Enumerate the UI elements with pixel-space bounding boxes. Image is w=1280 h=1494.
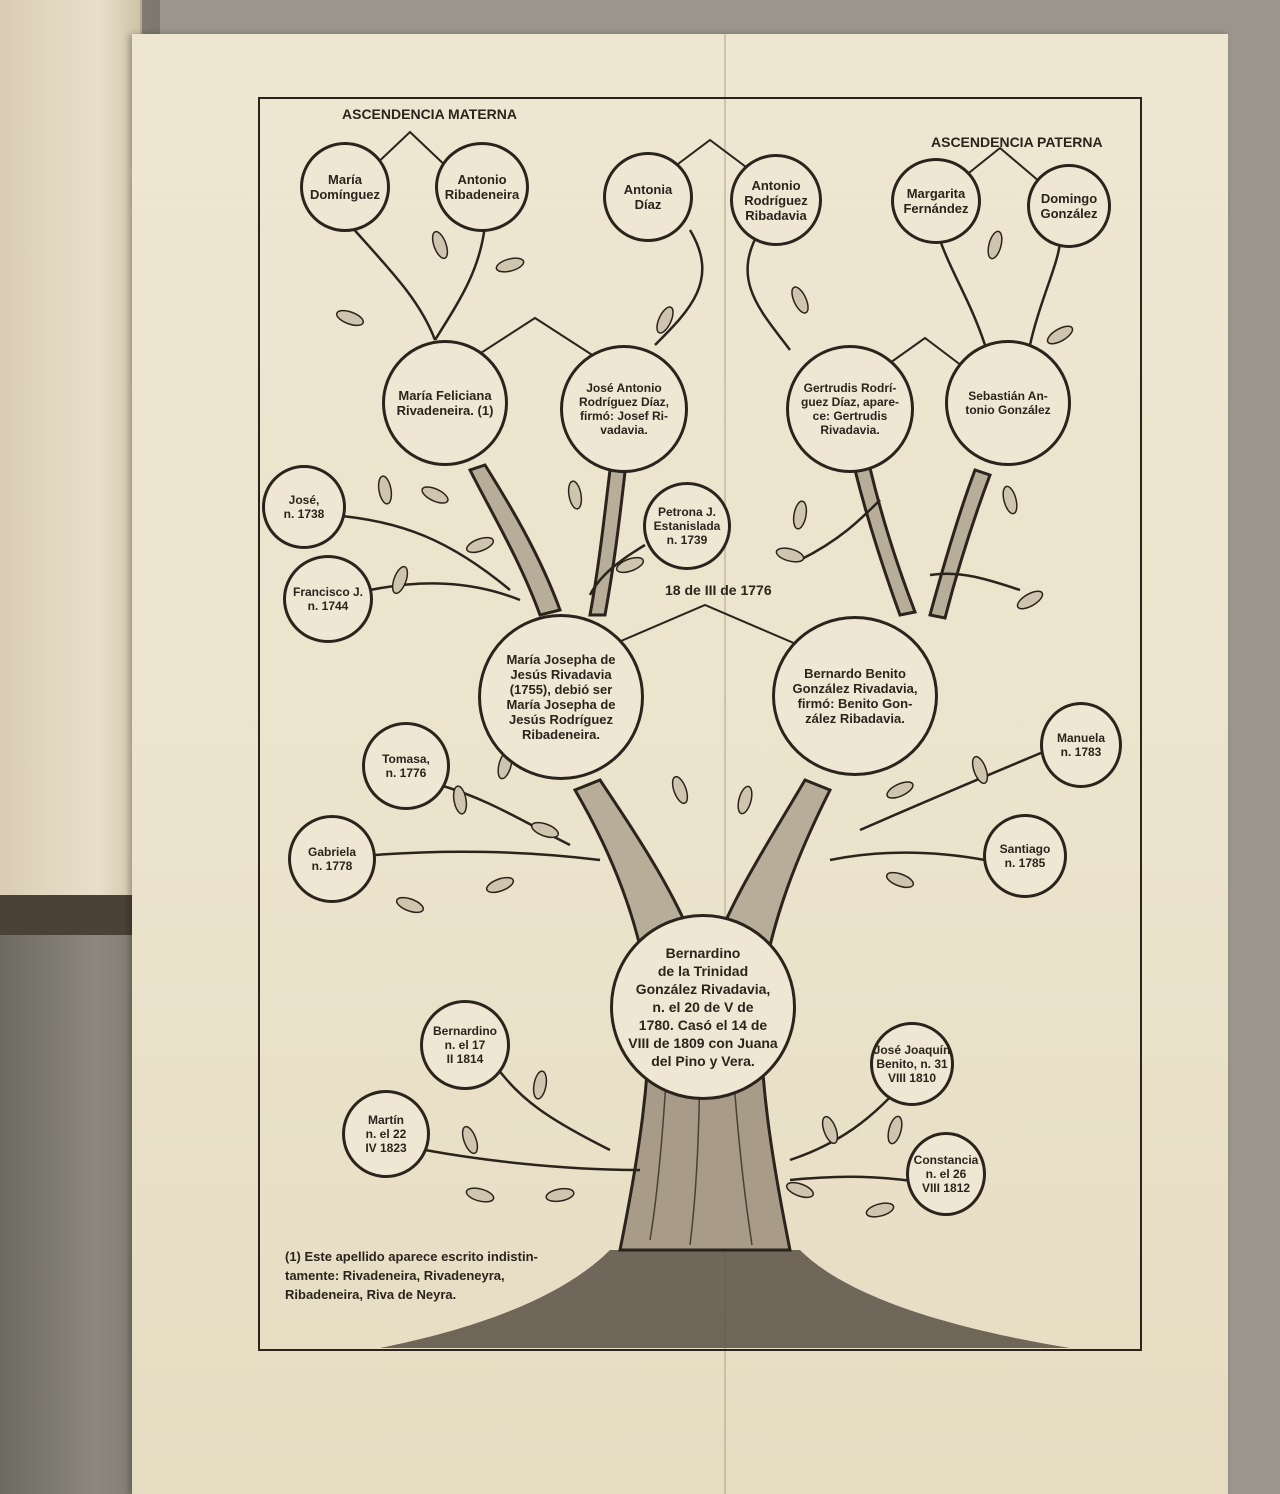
footnote: (1) Este apellido aparece escrito indist…	[285, 1249, 538, 1302]
person-constancia: Constancia n. el 26 VIII 1812	[906, 1132, 986, 1216]
person-francisco: Francisco J. n. 1744	[283, 555, 373, 643]
person-jose: José, n. 1738	[262, 465, 346, 549]
person-martin: Martín n. el 22 IV 1823	[342, 1090, 430, 1178]
book-left-page	[0, 0, 142, 895]
person-manuela: Manuela n. 1783	[1040, 702, 1122, 788]
person-sebastian: Sebastián An- tonio González	[945, 340, 1071, 466]
person-bernardo-benito: Bernardo Benito González Rivadavia, firm…	[772, 616, 938, 776]
person-tomasa: Tomasa, n. 1776	[362, 722, 450, 810]
leaves	[335, 230, 1074, 1218]
person-jose-antonio: José Antonio Rodríguez Díaz, firmó: Jose…	[560, 345, 688, 473]
header-ascendencia-materna: ASCENDENCIA MATERNA	[342, 106, 517, 122]
person-bernardino-trinidad: Bernardino de la Trinidad González Rivad…	[610, 914, 796, 1100]
person-bernardino-hijo: Bernardino n. el 17 II 1814	[420, 1000, 510, 1090]
person-maria-josepha: María Josepha de Jesús Rivadavia (1755),…	[478, 614, 644, 780]
person-gabriela: Gabriela n. 1778	[288, 815, 376, 903]
marriage-date: 18 de III de 1776	[665, 582, 772, 598]
person-margarita-fernandez: Margarita Fernández	[891, 158, 981, 244]
book-spine	[0, 895, 150, 935]
person-domingo-gonzalez: Domingo González	[1027, 164, 1111, 248]
person-maria-feliciana: María Feliciana Rivadeneira. (1)	[382, 340, 508, 466]
tree-roots	[380, 1250, 1070, 1348]
fold-line	[724, 34, 726, 1494]
person-petrona: Petrona J. Estanislada n. 1739	[643, 482, 731, 570]
person-jose-joaquin: José Joaquín Benito, n. 31 VIII 1810	[870, 1022, 954, 1106]
person-antonio-ribadeneira: Antonio Ribadeneira	[435, 142, 529, 232]
person-antonio-rodriguez-ribadavia: Antonio Rodríguez Ribadavia	[730, 154, 822, 246]
side-branches	[329, 224, 1062, 1187]
couple-brackets	[369, 130, 1041, 651]
person-antonia-diaz: Antonia Díaz	[603, 152, 693, 242]
person-maria-dominguez: María Domínguez	[300, 142, 390, 232]
header-ascendencia-paterna: ASCENDENCIA PATERNA	[931, 134, 1103, 150]
person-santiago: Santiago n. 1785	[983, 814, 1067, 898]
person-gertrudis: Gertrudis Rodrí- guez Díaz, apare- ce: G…	[786, 345, 914, 473]
frame-border	[258, 97, 1142, 1351]
